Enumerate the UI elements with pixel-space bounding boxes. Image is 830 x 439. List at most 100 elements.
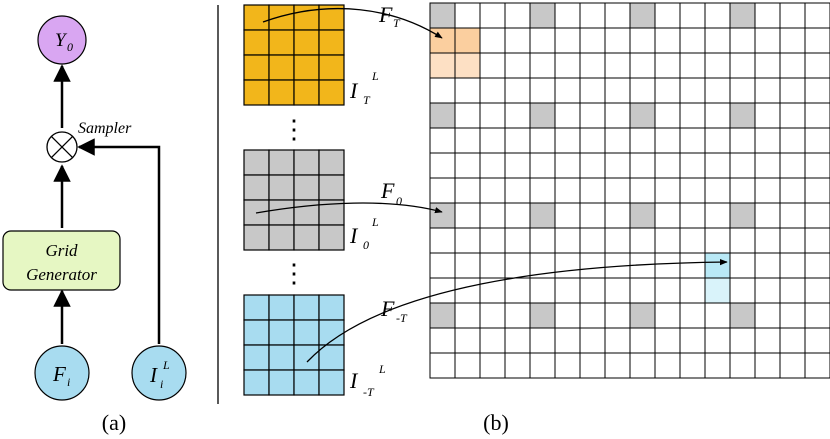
grid-cell	[804, 177, 830, 204]
grid-cell	[554, 152, 581, 179]
frame-label-bottom-sup: L	[378, 362, 386, 376]
grid-cell	[504, 352, 531, 379]
grid-cell	[654, 302, 681, 329]
grid-cell	[504, 202, 531, 229]
frame-label-top-main: I	[349, 78, 359, 103]
grid-cell	[779, 2, 806, 29]
frame-cell	[268, 344, 295, 371]
grid-cell	[479, 352, 506, 379]
grid-cell	[729, 302, 756, 329]
grid-cell	[779, 27, 806, 54]
grid-cell	[779, 52, 806, 79]
grid-cell	[754, 2, 781, 29]
grid-cell	[779, 227, 806, 254]
grid-cell	[529, 177, 556, 204]
grid-cell	[704, 102, 731, 129]
grid-cell	[579, 177, 606, 204]
grid-cell	[704, 302, 731, 329]
grid-cell	[629, 127, 656, 154]
grid-cell	[554, 302, 581, 329]
grid-cell	[729, 127, 756, 154]
grid-cell	[529, 227, 556, 254]
input-i-superscript: L	[162, 358, 170, 372]
grid-cell	[729, 2, 756, 29]
grid-cell	[804, 27, 830, 54]
grid-cell	[804, 302, 830, 329]
grid-cell	[754, 277, 781, 304]
grid-cell	[679, 227, 706, 254]
grid-cell	[679, 77, 706, 104]
grid-cell	[754, 77, 781, 104]
grid-cell	[704, 152, 731, 179]
grid-cell	[454, 177, 481, 204]
frame-cell	[293, 54, 320, 81]
grid-cell	[604, 152, 631, 179]
grid-cell	[704, 202, 731, 229]
grid-cell	[629, 152, 656, 179]
frame-cell	[268, 149, 295, 176]
grid-cell	[604, 77, 631, 104]
grid-cell	[654, 77, 681, 104]
frame-cell	[318, 149, 345, 176]
frame-cell	[268, 224, 295, 251]
grid-cell	[454, 127, 481, 154]
panel-a: Y 0 Sampler Grid Generator F i I i L (a)	[2, 15, 187, 435]
arrow-i-to-sampler	[77, 138, 161, 344]
frame-cell	[268, 4, 295, 31]
grid-cell	[654, 277, 681, 304]
grid-cell	[479, 52, 506, 79]
frame-cell	[293, 224, 320, 251]
grid-cell	[629, 52, 656, 79]
grid-cell	[504, 327, 531, 354]
grid-cell	[479, 302, 506, 329]
grid-cell	[529, 102, 556, 129]
grid-cell	[429, 352, 456, 379]
grid-cell	[479, 152, 506, 179]
grid-cell	[654, 102, 681, 129]
frame-cell	[268, 79, 295, 106]
grid-cell	[604, 202, 631, 229]
grid-cell	[479, 177, 506, 204]
grid-cell	[729, 227, 756, 254]
frame-cell	[243, 294, 270, 321]
frame-cell	[243, 369, 270, 396]
grid-cell	[654, 52, 681, 79]
arrow-label-f-t-main: F	[378, 2, 393, 27]
frame-cell	[293, 199, 320, 226]
grid-cell	[754, 102, 781, 129]
grid-cell	[729, 352, 756, 379]
output-node-subscript: 0	[67, 40, 73, 54]
frame-cell	[293, 369, 320, 396]
grid-cell	[579, 2, 606, 29]
frame-label-middle: I 0 L	[349, 215, 379, 252]
grid-cell	[479, 102, 506, 129]
frame-cell	[243, 344, 270, 371]
grid-cell	[579, 52, 606, 79]
grid-cell	[779, 77, 806, 104]
grid-cell	[654, 252, 681, 279]
grid-cell	[654, 327, 681, 354]
grid-cell	[704, 77, 731, 104]
grid-cell	[579, 127, 606, 154]
frame-cell	[293, 79, 320, 106]
grid-cell	[804, 127, 830, 154]
grid-cell	[554, 252, 581, 279]
grid-cell	[679, 352, 706, 379]
grid-cell	[529, 2, 556, 29]
grid-cell	[779, 202, 806, 229]
grid-cell	[429, 127, 456, 154]
input-node-i	[131, 345, 187, 401]
output-node-y0	[37, 15, 87, 65]
grid-cell	[479, 77, 506, 104]
grid-cell	[704, 252, 731, 279]
grid-cell	[429, 102, 456, 129]
grid-cell	[754, 127, 781, 154]
grid-cell	[679, 27, 706, 54]
output-node-symbol: Y	[55, 30, 68, 51]
grid-cell	[554, 77, 581, 104]
grid-cell	[754, 152, 781, 179]
ellipsis-bottom: ⋮	[281, 259, 307, 288]
grid-cell	[454, 77, 481, 104]
frame-label-middle-sup: L	[371, 215, 379, 229]
